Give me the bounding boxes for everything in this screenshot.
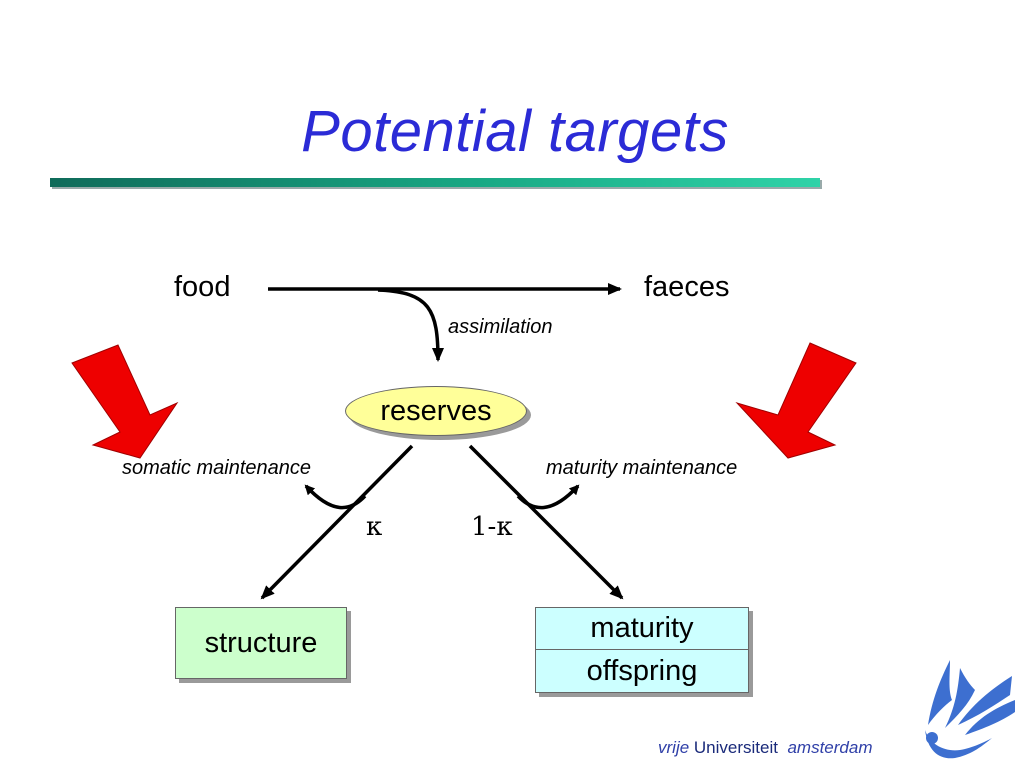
maturity-maintenance-arrow [516, 484, 580, 510]
reserves-node: reserves [345, 386, 527, 436]
one-minus-kappa-label: 1-κ [471, 512, 513, 542]
wordmark-amsterdam: amsterdam [787, 738, 873, 757]
kappa-label: κ [366, 512, 383, 542]
wordmark-vrije: vrije [658, 738, 690, 757]
title-underline [50, 178, 820, 187]
assimilation-arrow [377, 288, 444, 362]
maturity-offspring-node: maturity offspring [535, 607, 749, 693]
slide-title: Potential targets [301, 99, 729, 164]
offspring-label: offspring [586, 654, 698, 687]
structure-label: structure [204, 626, 318, 659]
somatic-maintenance-arrow [304, 484, 367, 510]
griffin-logo-icon [925, 660, 1015, 759]
reserves-label: reserves [380, 394, 492, 427]
somatic-maintenance-label: somatic maintenance [122, 457, 311, 479]
assimilation-label: assimilation [448, 316, 553, 338]
food-label: food [174, 271, 231, 303]
maturity-cell: maturity [536, 608, 748, 650]
one-minus-kappa-flow-arrow [468, 444, 624, 600]
maturity-label: maturity [590, 612, 694, 644]
faeces-label: faeces [644, 271, 730, 303]
wordmark-universiteit: Universiteit [693, 738, 778, 757]
kappa-flow-arrow [260, 444, 414, 600]
target-arrow-right-icon [735, 342, 857, 459]
offspring-cell: offspring [536, 650, 748, 692]
maturity-maintenance-label: maturity maintenance [546, 457, 738, 479]
structure-node: structure [175, 607, 347, 679]
university-wordmark: vrije Universiteit amsterdam [658, 738, 872, 758]
target-arrow-left-icon [71, 344, 179, 459]
